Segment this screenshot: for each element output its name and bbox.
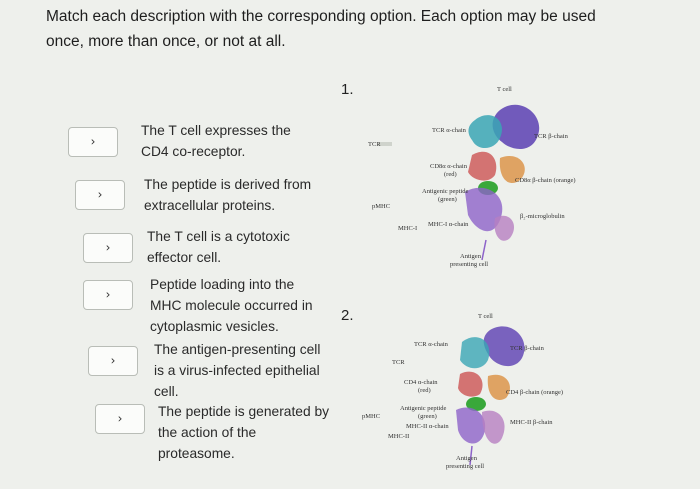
- cd-alpha-sub-label: (red): [444, 171, 457, 178]
- mhc-stalk: [469, 445, 473, 466]
- instructions-text: Match each description with the correspo…: [46, 8, 596, 50]
- answer-select-4[interactable]: ›: [83, 280, 133, 310]
- tcr-alpha-label: TCR α-chain: [414, 341, 449, 348]
- apc-sub-label: presenting cell: [450, 261, 488, 268]
- structure-figure-1: T cell TCR pMHC MHC-I TCR α-chain TCR β-…: [368, 86, 576, 268]
- apc-label: Antigen: [460, 253, 482, 260]
- peptide-sub-label: (green): [438, 196, 457, 203]
- mhc-alpha-chain-shape: [456, 407, 486, 444]
- pmhc-side-label: pMHC: [372, 203, 390, 210]
- cd-alpha-chain-shape: [468, 151, 497, 181]
- mhc-stalk: [481, 239, 487, 261]
- b2m-shape: [494, 215, 515, 241]
- description-5: The antigen-presenting cell is a virus-i…: [154, 342, 321, 399]
- tcr-alpha-chain-shape: [460, 337, 490, 369]
- answer-select-1[interactable]: ›: [68, 127, 118, 157]
- description-4: Peptide loading into the MHC molecule oc…: [150, 277, 313, 334]
- question-number-1: 1.: [341, 81, 354, 98]
- chevron-down-icon: ›: [110, 353, 116, 368]
- peptide-sub-label: (green): [418, 413, 437, 420]
- peptide-shape: [466, 397, 486, 411]
- structure-figure-2: T cell TCR pMHC MHC-II TCR α-chain TCR β…: [362, 313, 563, 470]
- chevron-down-icon: ›: [97, 187, 103, 202]
- cd-alpha-label: CD4 α-chain: [404, 379, 438, 386]
- chevron-down-icon: ›: [90, 134, 96, 149]
- apc-label: Antigen: [456, 455, 478, 462]
- cd-beta-label: CD4 β-chain (orange): [506, 389, 563, 396]
- mhc-alpha-chain-shape: [465, 187, 503, 232]
- tcr-beta-chain-shape: [492, 104, 540, 150]
- answer-select-6[interactable]: ›: [95, 404, 145, 434]
- peptide-label: Antigenic peptide: [422, 188, 469, 195]
- mhc-beta-chain-shape: [482, 410, 505, 444]
- tcr-alpha-chain-shape: [468, 115, 502, 149]
- t-cell-label: T cell: [478, 313, 493, 320]
- chevron-down-icon: ›: [105, 240, 111, 255]
- answer-select-2[interactable]: ›: [75, 180, 125, 210]
- mhc-alpha-label: MHC-II α-chain: [406, 423, 449, 430]
- cd-alpha-sub-label: (red): [418, 387, 431, 394]
- tcr-beta-label: TCR β-chain: [534, 133, 569, 140]
- mhc-side-label: MHC-II: [388, 433, 409, 440]
- tcr-side-label: TCR: [368, 141, 381, 148]
- pmhc-side-label: pMHC: [362, 413, 380, 420]
- tcr-beta-label: TCR β-chain: [510, 345, 545, 352]
- tcr-alpha-label: TCR α-chain: [432, 127, 467, 134]
- description-2: The peptide is derived from extracellula…: [144, 177, 312, 213]
- chevron-down-icon: ›: [105, 287, 111, 302]
- mhc-alpha-label: MHC-I α-chain: [428, 221, 469, 228]
- tcr-side-label: TCR: [392, 359, 405, 366]
- peptide-label: Antigenic peptide: [400, 405, 447, 412]
- mhc-side-label: MHC-I: [398, 225, 417, 232]
- question-number-2: 2.: [341, 307, 354, 324]
- cd-beta-chain-shape: [487, 374, 510, 400]
- mhc-beta-label: MHC-II β-chain: [510, 419, 553, 426]
- tcr-beta-chain-shape: [483, 326, 525, 367]
- answer-select-5[interactable]: ›: [88, 346, 138, 376]
- apc-sub-label: presenting cell: [446, 463, 484, 470]
- t-cell-label: T cell: [497, 86, 512, 93]
- b2m-label: β₂-microglobulin: [520, 213, 565, 220]
- answer-select-3[interactable]: ›: [83, 233, 133, 263]
- cd-alpha-chain-shape: [458, 371, 483, 397]
- membrane-top-marker: [378, 142, 392, 146]
- chevron-down-icon: ›: [117, 411, 123, 426]
- cd-beta-label: CD8α β-chain (orange): [515, 177, 576, 184]
- description-6: The peptide is generated by the action o…: [158, 404, 330, 461]
- description-1: The T cell expresses the CD4 co-receptor…: [141, 123, 291, 159]
- cd-alpha-label: CD8α α-chain: [430, 163, 468, 170]
- description-3: The T cell is a cytotoxic effector cell.: [147, 229, 290, 265]
- cd-beta-chain-shape: [499, 156, 525, 184]
